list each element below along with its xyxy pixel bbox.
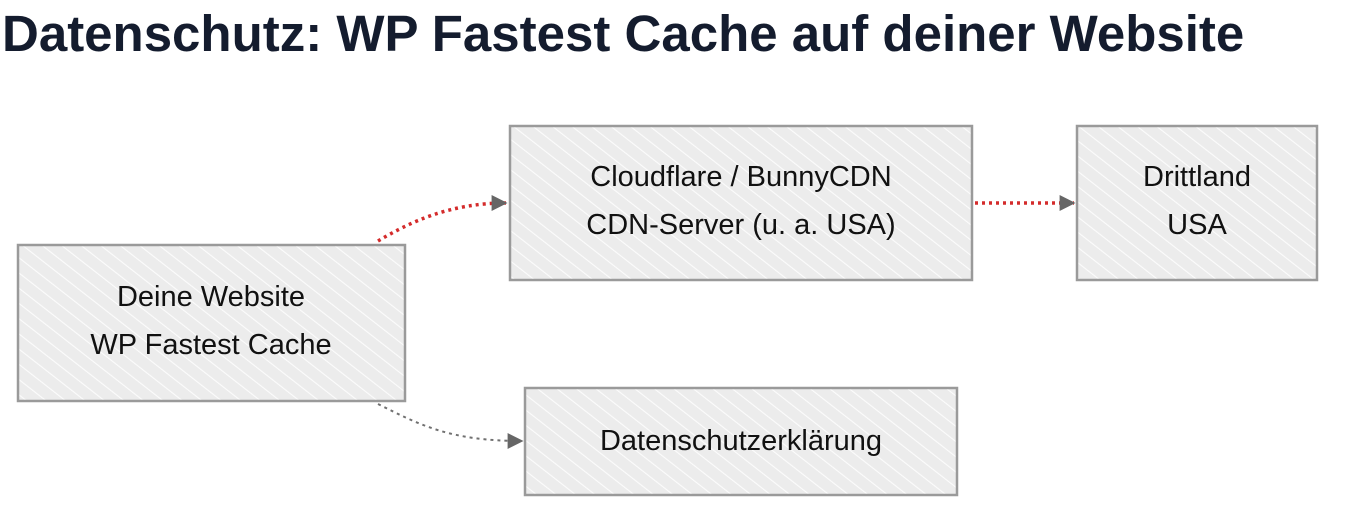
node-cdn: Cloudflare / BunnyCDN CDN-Server (u. a. …: [508, 124, 974, 282]
node-website-line1: Deine Website: [117, 281, 305, 313]
node-drittland-line2: USA: [1167, 209, 1227, 241]
edge-website-to-privacy: [377, 403, 524, 449]
node-website-box: [16, 243, 407, 403]
node-drittland-line1: Drittland: [1143, 161, 1251, 193]
node-drittland-box: [1075, 124, 1319, 282]
node-cdn-line1: Cloudflare / BunnyCDN: [590, 161, 891, 193]
page-title: Datenschutz: WP Fastest Cache auf deiner…: [2, 5, 1245, 62]
node-privacy-box: [523, 386, 959, 497]
node-cdn-box: [508, 124, 974, 282]
node-website: Deine Website WP Fastest Cache: [16, 243, 407, 403]
node-website-line2: WP Fastest Cache: [90, 329, 331, 361]
node-drittland: Drittland USA: [1075, 124, 1319, 282]
node-privacy: Datenschutzerklärung: [523, 386, 959, 497]
edge-website-to-cdn: [377, 195, 508, 243]
node-cdn-line2: CDN-Server (u. a. USA): [586, 209, 895, 241]
node-privacy-line1: Datenschutzerklärung: [600, 425, 882, 457]
